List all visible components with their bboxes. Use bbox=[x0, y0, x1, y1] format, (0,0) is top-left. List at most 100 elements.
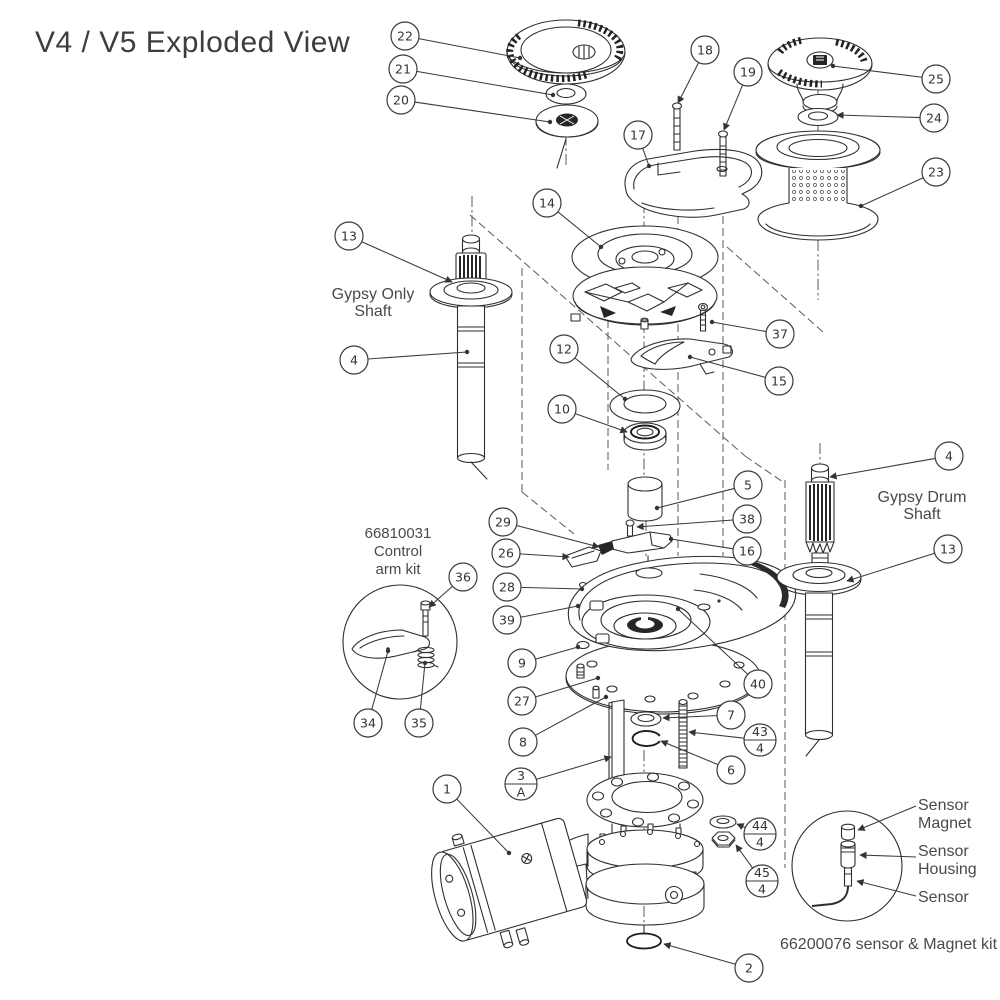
callout-29: 29 bbox=[488, 507, 600, 549]
part-cover-screw-right bbox=[717, 130, 729, 177]
callout-17: 17 bbox=[623, 120, 653, 169]
callout-14: 14 bbox=[532, 188, 604, 250]
label-control-arm-kit: 66810031 Control arm kit bbox=[364, 525, 432, 578]
part-mounting-flange bbox=[586, 772, 704, 828]
part-gypsy-only-shaft bbox=[429, 234, 513, 480]
svg-text:14: 14 bbox=[539, 196, 555, 211]
part-drum-cap bbox=[767, 36, 873, 114]
part-control-arm bbox=[630, 338, 733, 375]
part-circlip bbox=[631, 730, 661, 747]
callout-36: 36 bbox=[428, 562, 478, 608]
part-threaded-stud bbox=[678, 698, 688, 769]
callout-27: 27 bbox=[507, 675, 601, 716]
svg-text:45: 45 bbox=[754, 865, 770, 880]
svg-text:25: 25 bbox=[928, 72, 944, 87]
sensor-arrow bbox=[856, 879, 917, 897]
svg-text:1: 1 bbox=[443, 782, 451, 797]
svg-text:29: 29 bbox=[495, 515, 511, 530]
part-drive-key bbox=[608, 699, 625, 783]
callout-43-4: 434 bbox=[688, 723, 777, 757]
part-drum-washer bbox=[797, 107, 839, 127]
part-arm-screw bbox=[697, 302, 709, 332]
callout-1: 1 bbox=[432, 774, 512, 856]
svg-text:28: 28 bbox=[499, 580, 515, 595]
sensor-magnet-part bbox=[840, 823, 856, 841]
part-top-cap bbox=[506, 19, 626, 85]
label-gypsy-only-shaft: Gypsy Only Shaft bbox=[331, 286, 415, 320]
callout-9: 9 bbox=[507, 644, 581, 678]
callout-4: 4 bbox=[339, 345, 470, 375]
callout-13: 13 bbox=[846, 534, 963, 583]
sensor-kit-caption: 66200076 sensor & Magnet kit bbox=[780, 936, 998, 953]
svg-text:5: 5 bbox=[744, 478, 752, 493]
svg-text:9: 9 bbox=[518, 656, 526, 671]
callout-28: 28 bbox=[492, 572, 585, 602]
callout-10: 10 bbox=[547, 394, 628, 434]
svg-text:35: 35 bbox=[411, 716, 427, 731]
svg-text:40: 40 bbox=[750, 677, 766, 692]
callout-45-4: 454 bbox=[735, 844, 779, 898]
control-arm-kit-inset bbox=[342, 584, 458, 700]
callout-6: 6 bbox=[660, 740, 746, 785]
sensor-housing-arrow bbox=[859, 851, 917, 859]
svg-text:22: 22 bbox=[397, 29, 413, 44]
svg-text:43: 43 bbox=[752, 724, 768, 739]
svg-text:39: 39 bbox=[499, 613, 515, 628]
svg-text:7: 7 bbox=[727, 708, 735, 723]
callout-7: 7 bbox=[662, 700, 746, 730]
svg-text:3: 3 bbox=[517, 768, 525, 783]
part-gypsy-drum-shaft bbox=[776, 463, 862, 757]
part-main-housing bbox=[568, 555, 797, 652]
sensor-housing-part bbox=[840, 840, 856, 869]
svg-text:27: 27 bbox=[514, 694, 530, 709]
svg-text:A: A bbox=[517, 785, 526, 800]
part-oring-upper bbox=[630, 711, 662, 727]
svg-text:20: 20 bbox=[393, 93, 409, 108]
callout-3-A: 3A bbox=[504, 755, 612, 801]
svg-text:23: 23 bbox=[928, 165, 944, 180]
svg-text:4: 4 bbox=[350, 353, 358, 368]
page-title: V4 / V5 Exploded View bbox=[35, 26, 351, 59]
svg-text:44: 44 bbox=[752, 818, 768, 833]
sensor-kit-inset bbox=[791, 805, 917, 922]
svg-text:21: 21 bbox=[395, 62, 411, 77]
svg-text:17: 17 bbox=[630, 128, 646, 143]
callout-15: 15 bbox=[687, 354, 794, 396]
svg-text:4: 4 bbox=[758, 882, 766, 897]
part-chainpipe-cover bbox=[624, 148, 763, 218]
svg-text:37: 37 bbox=[772, 327, 788, 342]
part-drum bbox=[755, 130, 881, 241]
part-gypsy-chainwheel bbox=[570, 266, 718, 330]
svg-text:8: 8 bbox=[519, 735, 527, 750]
callout-16: 16 bbox=[668, 536, 762, 566]
sensor-part bbox=[811, 867, 853, 907]
part-clutch-cone bbox=[535, 104, 599, 169]
part-seal-bearing bbox=[623, 422, 667, 451]
part-oring-lower bbox=[626, 932, 662, 950]
callout-37: 37 bbox=[709, 319, 795, 349]
callout-5: 5 bbox=[654, 470, 763, 511]
label-sensor-magnet: Sensor Magnet bbox=[918, 797, 972, 832]
svg-text:38: 38 bbox=[739, 512, 755, 527]
svg-text:2: 2 bbox=[745, 961, 753, 976]
callout-44-4: 444 bbox=[736, 817, 777, 851]
callout-39: 39 bbox=[492, 603, 581, 635]
callout-2: 2 bbox=[663, 942, 764, 983]
svg-text:16: 16 bbox=[739, 544, 755, 559]
callout-4: 4 bbox=[829, 441, 964, 480]
callout-22: 22 bbox=[390, 21, 523, 61]
svg-text:4: 4 bbox=[945, 449, 953, 464]
callout-20: 20 bbox=[386, 85, 553, 125]
label-gypsy-drum-shaft: Gypsy Drum Shaft bbox=[877, 489, 967, 523]
part-spacer bbox=[627, 476, 663, 522]
part-washer bbox=[609, 389, 681, 423]
label-sensor-housing: Sensor Housing bbox=[918, 843, 977, 878]
callout-24: 24 bbox=[836, 103, 949, 133]
svg-text:4: 4 bbox=[756, 835, 764, 850]
callout-21: 21 bbox=[388, 54, 556, 98]
part-nut bbox=[711, 831, 736, 848]
svg-text:18: 18 bbox=[697, 43, 713, 58]
callout-13: 13 bbox=[334, 221, 453, 283]
